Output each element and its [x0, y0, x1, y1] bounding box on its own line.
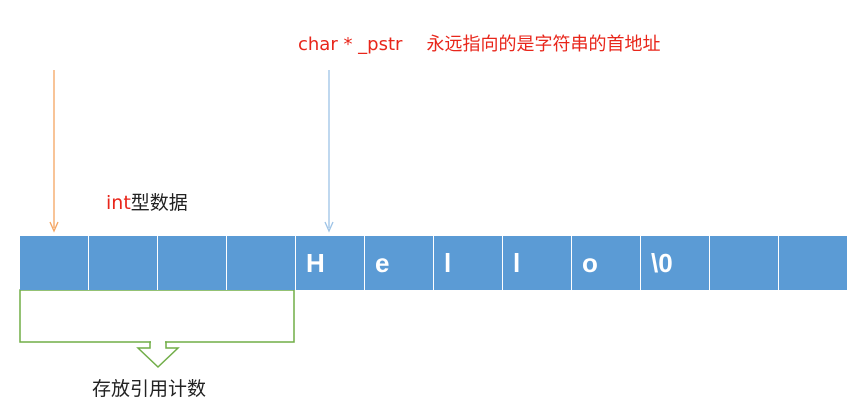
pstr-pointer-arrowhead [324, 221, 334, 233]
refcount-label: 存放引用计数 [92, 378, 207, 400]
memory-cell: \0 [641, 236, 710, 290]
memory-cell [710, 236, 779, 290]
int-suffix: 型数据 [130, 192, 188, 214]
memory-cell [779, 236, 848, 290]
int-keyword: int [106, 192, 131, 214]
memory-cell [158, 236, 227, 290]
memory-cell: o [572, 236, 641, 290]
pointer-label: char * _pstr 永远指向的是字符串的首地址 [298, 30, 660, 56]
pointer-description: 永远指向的是字符串的首地址 [426, 34, 661, 55]
memory-cell: l [434, 236, 503, 290]
pointer-type: char * _pstr [298, 34, 403, 55]
memory-cell [227, 236, 296, 290]
memory-cell [89, 236, 158, 290]
memory-cell: H [296, 236, 365, 290]
memory-cell: l [503, 236, 572, 290]
memory-cell: e [365, 236, 434, 290]
refcount-down-arrow [136, 341, 180, 369]
memory-cell [20, 236, 89, 290]
refcount-box [19, 289, 295, 343]
int-data-label: int型数据 [106, 188, 188, 215]
int-pointer-arrowhead [49, 221, 59, 233]
